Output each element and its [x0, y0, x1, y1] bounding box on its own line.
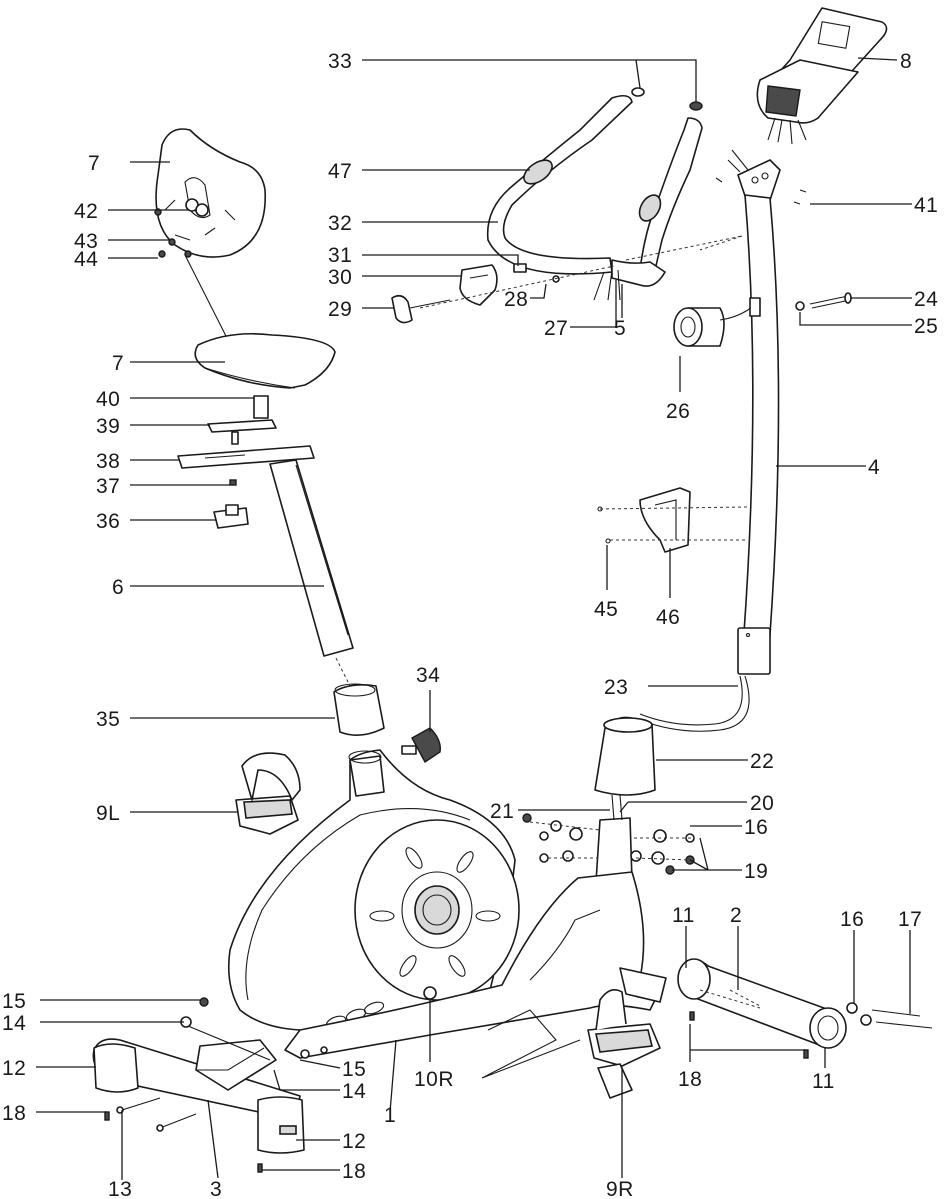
- console: [756, 7, 888, 145]
- callout-28: 28: [504, 288, 528, 311]
- leader-lines: [36, 57, 912, 1180]
- callout-30: 30: [328, 266, 352, 289]
- callout-34: 34: [416, 664, 440, 687]
- callout-20: 20: [750, 792, 774, 815]
- callout-40: 40: [96, 388, 120, 411]
- seat: [194, 332, 336, 389]
- callout-9R: 9R: [606, 1178, 634, 1199]
- callout-21: 21: [490, 800, 514, 823]
- callout-16-rear: 16: [840, 908, 864, 931]
- callout-11-bottom: 11: [812, 1070, 835, 1093]
- callout-14-right: 14: [342, 1080, 366, 1103]
- callout-18-rear: 18: [678, 1068, 702, 1091]
- handlebar-bracket: [715, 149, 807, 205]
- seat-slider: [177, 395, 315, 529]
- callout-24: 24: [914, 288, 938, 311]
- callout-1: 1: [384, 1104, 396, 1127]
- bottle-holder: [597, 487, 749, 553]
- seat-knob: [401, 727, 441, 764]
- callout-39: 39: [96, 415, 120, 438]
- callout-33: 33: [328, 50, 352, 73]
- callout-32: 32: [328, 212, 352, 235]
- callout-25: 25: [914, 315, 938, 338]
- callout-47: 47: [328, 160, 352, 183]
- callout-17: 17: [898, 908, 922, 931]
- callout-12-right: 12: [342, 1130, 366, 1153]
- callout-9L: 9L: [96, 802, 120, 825]
- callout-8: 8: [900, 50, 912, 73]
- upright-column: [699, 194, 780, 675]
- right-pedal: [481, 989, 661, 1099]
- callout-3: 3: [210, 1178, 222, 1199]
- callout-4: 4: [868, 456, 880, 479]
- front-post-cover: [594, 717, 656, 883]
- left-pedal: [235, 752, 301, 835]
- callout-15-left: 15: [2, 990, 26, 1013]
- callout-13: 13: [108, 1178, 132, 1199]
- callout-23: 23: [604, 676, 628, 699]
- callout-18-bottom: 18: [342, 1160, 366, 1183]
- callout-35: 35: [96, 708, 120, 731]
- callout-7-seat: 7: [112, 352, 124, 375]
- handlebar: [486, 87, 703, 301]
- callout-14-left: 14: [2, 1012, 26, 1035]
- callout-44: 44: [74, 248, 98, 271]
- callout-2: 2: [730, 904, 742, 927]
- callout-22: 22: [750, 750, 774, 773]
- callout-labels: 33 8 7 47 42 41 32 43 44 31 30 24 29 28 …: [2, 50, 938, 1199]
- callout-16-post: 16: [744, 816, 768, 839]
- callout-41: 41: [914, 194, 938, 217]
- seat-bushing: [333, 683, 385, 736]
- tension-control: [673, 292, 852, 347]
- seat-top: [154, 128, 266, 258]
- callout-26: 26: [666, 400, 690, 423]
- callout-36: 36: [96, 510, 120, 533]
- callout-6: 6: [112, 576, 124, 599]
- rear-stabilizer: [677, 958, 933, 1059]
- callout-11-top: 11: [672, 904, 695, 927]
- front-stabilizer: [92, 997, 305, 1173]
- callout-37: 37: [96, 475, 120, 498]
- callout-42: 42: [74, 200, 98, 223]
- callout-38: 38: [96, 450, 120, 473]
- callout-45: 45: [594, 598, 618, 621]
- callout-29: 29: [328, 298, 352, 321]
- callout-46: 46: [656, 606, 680, 629]
- callout-27: 27: [544, 317, 568, 340]
- callout-12-left: 12: [2, 1057, 26, 1080]
- callout-5: 5: [614, 317, 626, 340]
- callout-18-left: 18: [2, 1102, 26, 1125]
- seat-post: [269, 459, 354, 657]
- main-frame: [227, 749, 667, 1059]
- callout-10R: 10R: [414, 1068, 454, 1091]
- callout-31: 31: [328, 244, 352, 267]
- callout-43: 43: [74, 230, 98, 253]
- callout-15-right: 15: [342, 1058, 366, 1081]
- callout-19: 19: [744, 860, 768, 883]
- callout-7-top: 7: [88, 152, 100, 175]
- handlebar-clamp: [391, 235, 743, 324]
